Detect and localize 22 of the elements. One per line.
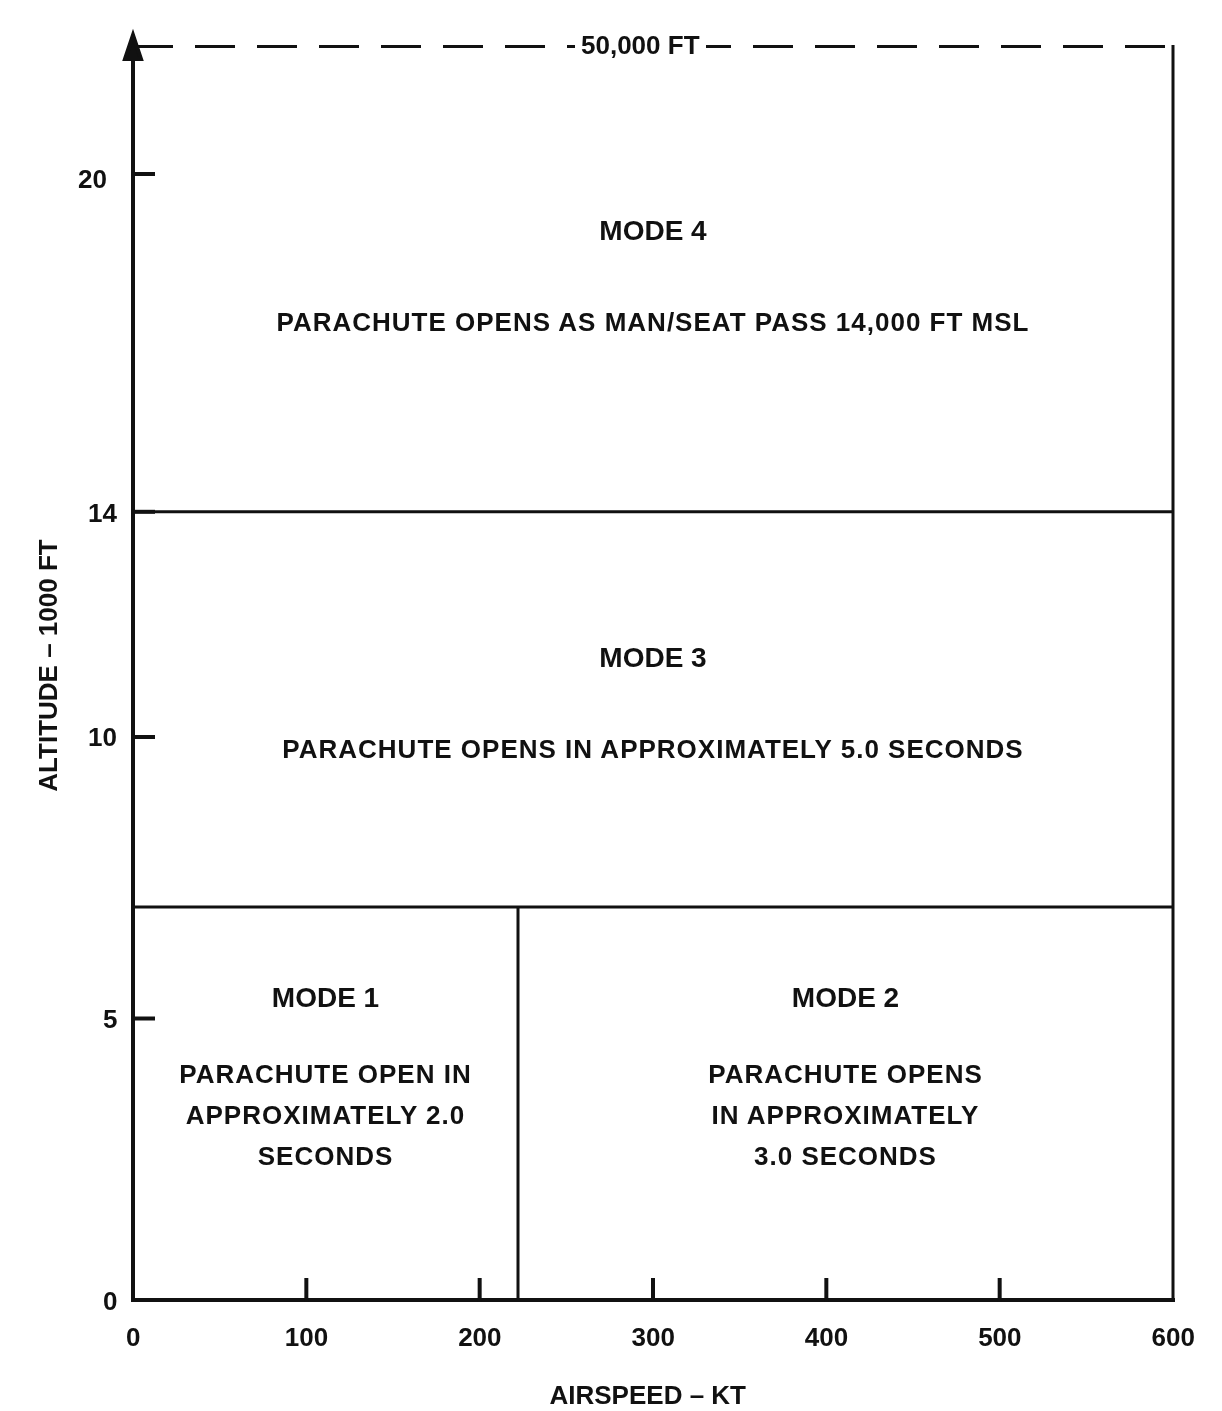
axis-tick-label: 20 (78, 164, 107, 195)
mode-heading: MODE 3 (599, 641, 707, 674)
mode-description: PARACHUTE OPEN IN APPROXIMATELY 2.0 SECONDS (178, 1058, 473, 1173)
axis-tick-label: 600 (1151, 1322, 1195, 1353)
axis-tick-label: 0 (126, 1322, 141, 1353)
axis-title: ALTITUDE – 1000 FT (32, 538, 64, 792)
axis-tick-label: 0 (103, 1286, 118, 1317)
mode-description: PARACHUTE OPENS AS MAN/SEAT PASS 14,000 FT MSL (276, 306, 1030, 339)
mode-description: PARACHUTE OPENS IN APPROXIMATELY 3.0 SECONDS (707, 1058, 984, 1173)
axis-tick-label: 200 (458, 1322, 502, 1353)
axis-title: AIRSPEED – KT (549, 1380, 746, 1411)
axis-tick-label: 5 (103, 1004, 118, 1035)
mode-heading: MODE 2 (791, 982, 900, 1014)
mode-heading: MODE 1 (271, 982, 380, 1014)
mode-heading: MODE 4 (599, 215, 707, 247)
axis-tick-label: 500 (978, 1322, 1022, 1353)
axis-tick-label: 10 (88, 722, 117, 753)
axis-tick-label: 300 (631, 1322, 675, 1353)
mode-description: PARACHUTE OPENS IN APPROXIMATELY 5.0 SECONDS (282, 732, 1024, 766)
axis-tick-label: 400 (804, 1322, 849, 1353)
axis-tick-label: 14 (88, 498, 117, 529)
axis-tick-label: 100 (284, 1322, 329, 1353)
